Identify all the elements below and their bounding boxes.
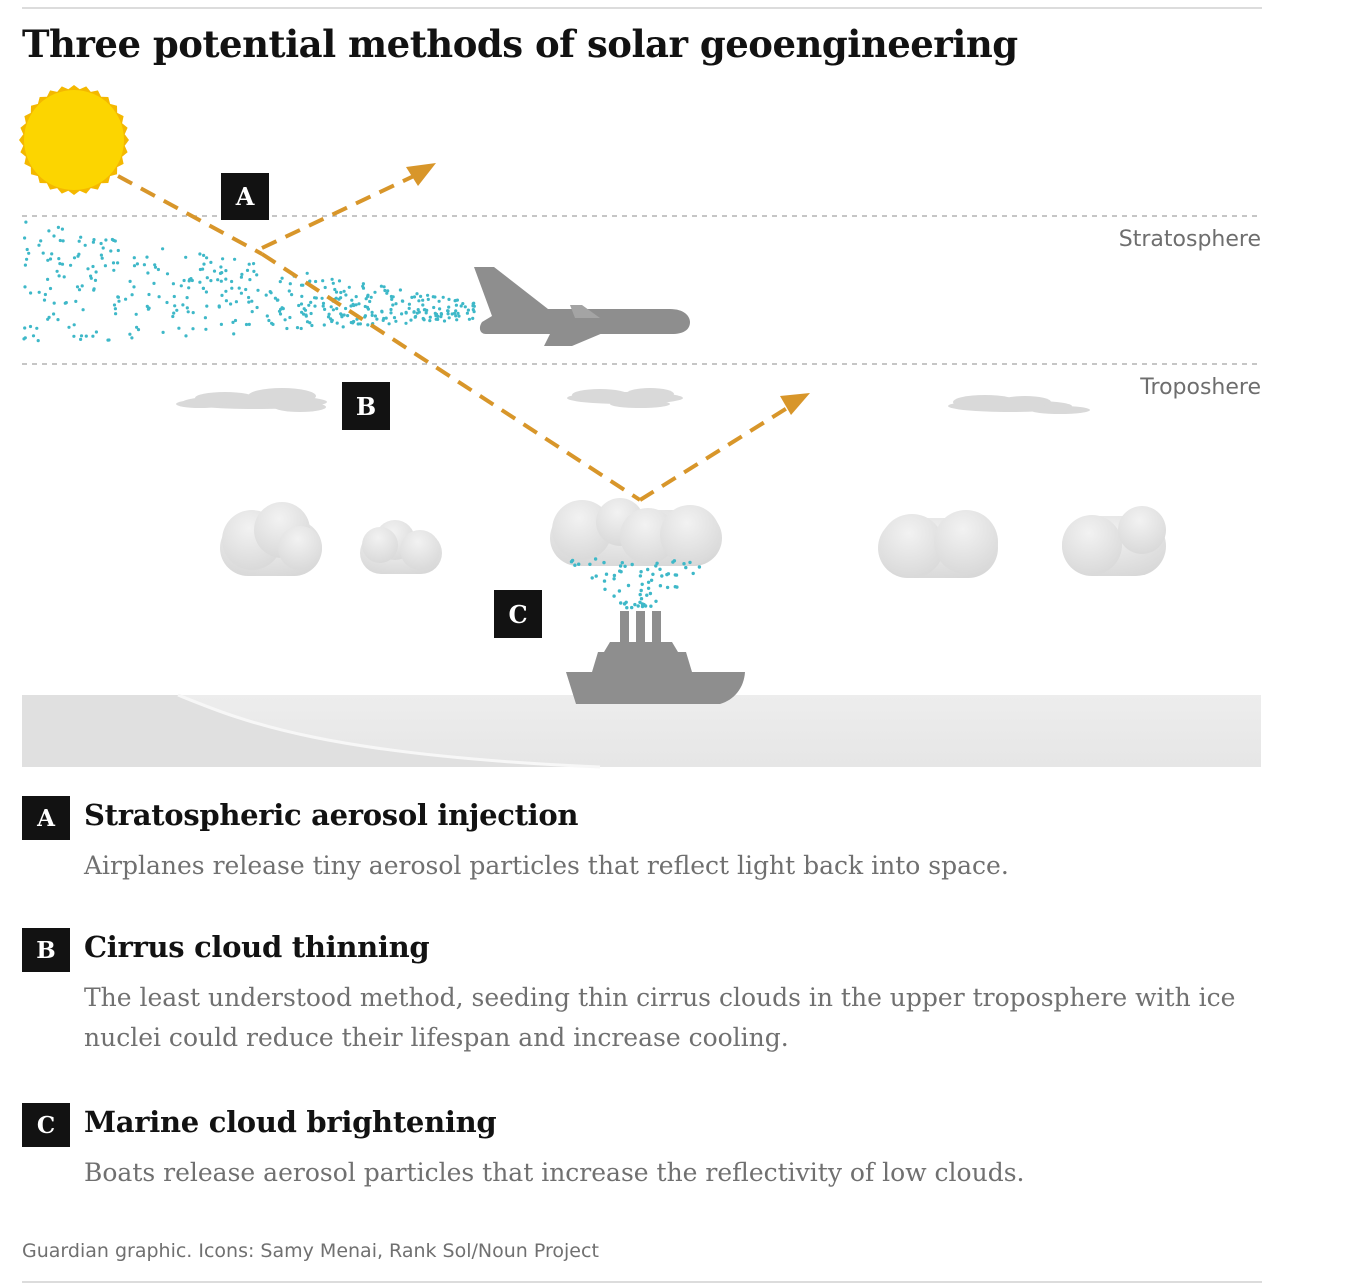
marker-b: B (342, 382, 390, 430)
cloud-icon (550, 498, 722, 566)
stratosphere-label: Stratosphere (1119, 227, 1261, 252)
cloud-icon (1062, 506, 1166, 576)
cloud-icon (878, 510, 998, 578)
marker-a: A (221, 173, 269, 220)
svg-text:C: C (508, 600, 527, 629)
geoengineering-diagram: Stratosphere Troposhere (19, 85, 1261, 769)
arrowhead (780, 393, 810, 415)
sun-icon (19, 85, 129, 195)
cloud-icon (220, 502, 322, 576)
top-rule (22, 7, 1262, 9)
airplane-icon (474, 267, 690, 346)
cloud-icon (360, 520, 442, 574)
arrowhead (406, 163, 436, 186)
method-description-b: The least understood method, seeding thi… (84, 983, 1236, 1052)
method-description-a: Airplanes release tiny aerosol particles… (84, 851, 1009, 880)
sunlight-path-a (117, 163, 436, 256)
svg-text:A: A (235, 182, 255, 211)
cirrus-cloud-icon (176, 388, 327, 412)
marine-aerosol-particles (569, 557, 702, 610)
cirrus-cloud-icon (567, 388, 683, 408)
troposphere-label: Troposhere (1139, 375, 1261, 400)
method-description-c: Boats release aerosol particles that inc… (84, 1158, 1025, 1187)
method-badge-c: C (22, 1103, 70, 1147)
method-badge-a: A (22, 796, 70, 840)
ground-surface (22, 693, 1261, 769)
cirrus-cloud-icon (948, 395, 1090, 414)
stratospheric-aerosol-particles (22, 220, 476, 343)
sunlight-path-b-c (260, 252, 810, 502)
graphic-credit: Guardian graphic. Icons: Samy Menai, Ran… (22, 1240, 599, 1262)
method-title-a: Stratospheric aerosol injection (84, 798, 579, 832)
method-badge-b: B (22, 928, 70, 972)
bottom-rule (22, 1281, 1262, 1283)
method-title-b: Cirrus cloud thinning (84, 930, 430, 964)
ship-icon (566, 611, 745, 704)
marker-c: C (494, 590, 542, 638)
method-title-c: Marine cloud brightening (84, 1105, 497, 1139)
svg-text:B: B (356, 392, 376, 421)
page-title: Three potential methods of solar geoengi… (22, 22, 1018, 66)
